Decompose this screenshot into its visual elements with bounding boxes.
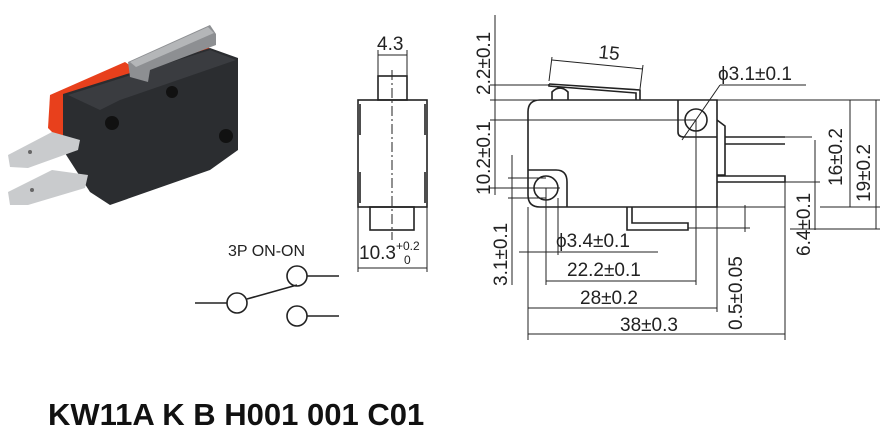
overall-length-label: 38±0.3 bbox=[620, 315, 678, 336]
product-photo bbox=[8, 25, 238, 205]
hole-spacing-label: 22.2±0.1 bbox=[567, 260, 641, 281]
plunger-width-label: 4.3 bbox=[377, 34, 403, 55]
terminal-thickness-label: 0.5±0.05 bbox=[726, 256, 747, 330]
hole-vertical-spacing-label: 10.2±0.1 bbox=[474, 121, 495, 195]
schematic-label: 3P ON-ON bbox=[228, 243, 305, 260]
lever-height-label: 2.2±0.1 bbox=[474, 32, 495, 95]
side-view: 4.3 10.3 +0.2 0 bbox=[357, 34, 428, 272]
front-view: 15 ϕ3.1±0.1 ϕ3.4±0.1 22.2±0.1 28±0.2 38±… bbox=[474, 15, 880, 340]
tolerance-lower: 0 bbox=[404, 253, 411, 267]
switch-schematic: 3P ON-ON bbox=[195, 243, 339, 327]
body-length-label: 28±0.2 bbox=[580, 288, 638, 309]
body-height-label: 19±0.2 bbox=[854, 144, 875, 202]
lever-length-label: 15 bbox=[597, 42, 620, 65]
part-number: KW11A K B H001 001 C01 bbox=[48, 397, 424, 432]
hole-offset-label: 3.1±0.1 bbox=[491, 223, 512, 286]
terminal-offset-label: 6.4±0.1 bbox=[794, 193, 815, 256]
top-hole-label: ϕ3.1±0.1 bbox=[718, 64, 792, 85]
tolerance-upper: +0.2 bbox=[396, 239, 420, 253]
terminal-spacing-label: 16±0.2 bbox=[826, 128, 847, 186]
body-width-label: 10.3 bbox=[359, 243, 396, 264]
bottom-hole-label: ϕ3.4±0.1 bbox=[556, 231, 630, 252]
